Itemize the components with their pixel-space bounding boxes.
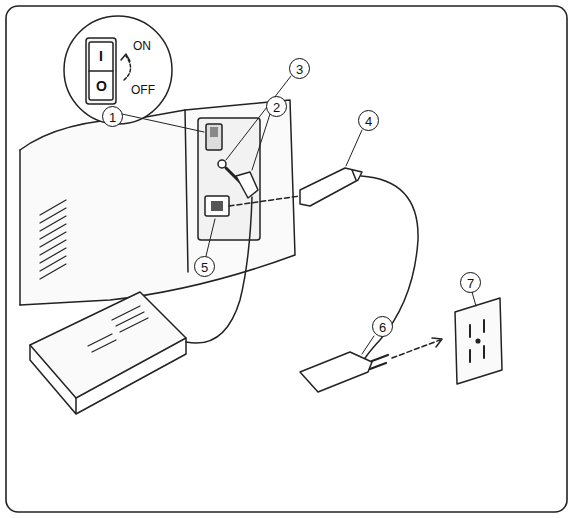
callout-number: 6 (372, 316, 393, 337)
switch-label: ON (133, 40, 151, 52)
callout-number: 5 (194, 256, 215, 277)
plug-prongs (370, 355, 388, 369)
inset-switch-frame (86, 38, 116, 104)
callout-number: 4 (358, 110, 379, 131)
mains-plug (300, 352, 372, 392)
socket-pins (211, 201, 223, 211)
outlet-slots (470, 320, 484, 362)
control-jack (218, 160, 226, 168)
leader-lines (122, 76, 476, 354)
switch-symbol: O (96, 79, 107, 93)
control-plug (236, 172, 258, 198)
power-socket (205, 196, 229, 216)
callout-number: 7 (460, 272, 481, 293)
pedal-side (30, 338, 186, 414)
pedal-cord (186, 197, 252, 343)
power-connector (300, 168, 362, 206)
machine-edge (19, 150, 21, 305)
power-cord (361, 176, 418, 364)
callout-number: 3 (289, 58, 310, 79)
rocker-split (89, 70, 113, 72)
vents (40, 200, 66, 279)
machine-edge (185, 110, 188, 272)
connector-grip (352, 170, 356, 180)
power-switch (206, 124, 222, 150)
wall-outlet (455, 298, 502, 384)
callout-number: 1 (102, 106, 123, 127)
switch-rocker (210, 127, 218, 137)
plug-guide (392, 340, 440, 358)
plug-arrowhead (432, 338, 442, 347)
outlet-screw (476, 339, 480, 343)
frame (6, 6, 567, 512)
on-arrowhead (121, 54, 130, 61)
inset-rocker (89, 42, 113, 100)
pedal-ridges (88, 306, 148, 352)
foot-pedal (30, 292, 186, 398)
switch-symbol: I (99, 49, 103, 63)
switch-label: OFF (131, 84, 155, 96)
callout-number: 2 (266, 96, 287, 117)
insert-guide (229, 196, 300, 206)
